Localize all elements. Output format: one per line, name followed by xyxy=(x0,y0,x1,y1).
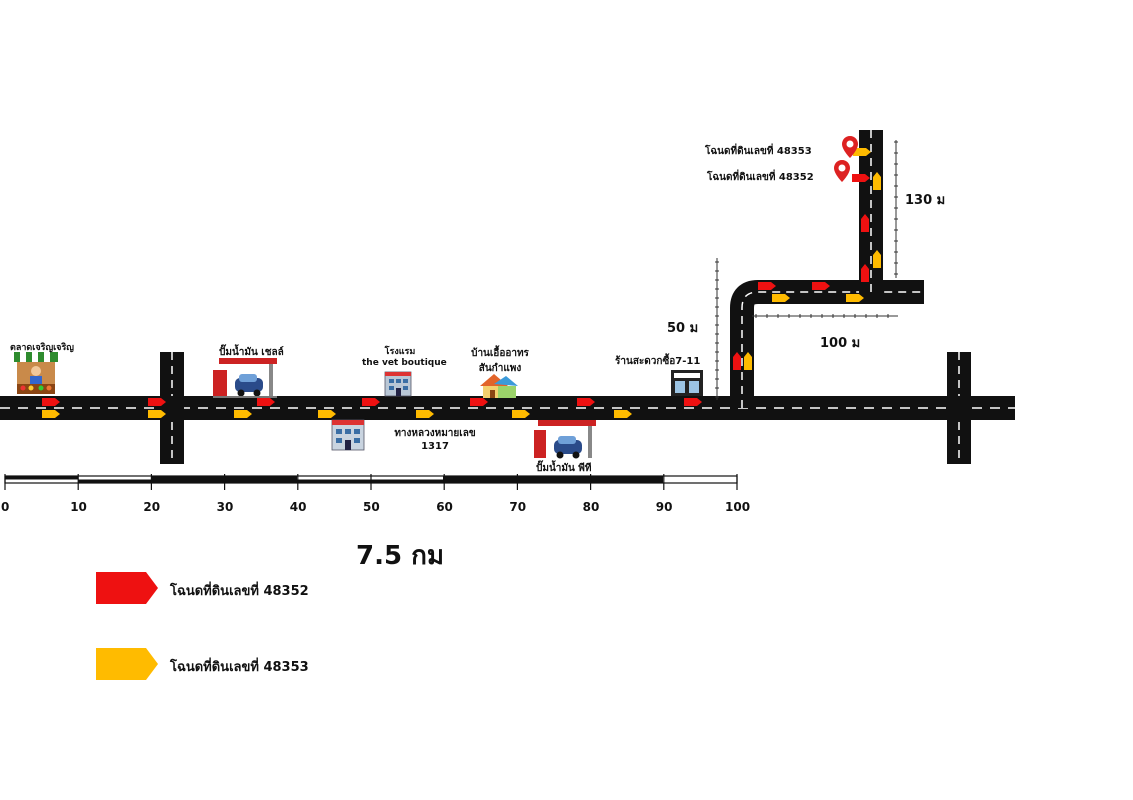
measure-100 xyxy=(752,314,898,318)
route-arrow-red xyxy=(733,352,741,370)
location-pin-icon xyxy=(842,136,858,158)
route-arrow-yellow xyxy=(873,250,881,268)
food-label-line2: สันกำแพง xyxy=(478,363,522,374)
scale-tick-label: 0 xyxy=(1,500,10,514)
hotel-icon xyxy=(384,371,412,397)
road-label-route: ทางหลวงหมายเลข xyxy=(394,428,476,439)
house-icon xyxy=(480,374,518,398)
scale-tick-label: 60 xyxy=(436,500,453,514)
route-arrow-yellow xyxy=(148,410,166,418)
shell-label: ปั๊มน้ำมัน เชลล์ xyxy=(219,347,284,358)
route-arrow-red xyxy=(861,264,869,282)
route-arrows xyxy=(42,148,881,418)
route-arrow-yellow xyxy=(846,294,864,302)
legend-label-48353: โฉนดที่ดินเลขที่ 48353 xyxy=(170,660,309,675)
route-arrow-red xyxy=(362,398,380,406)
legend-red-arrow xyxy=(96,572,158,604)
hotel-label: โรงแรม the vet boutique xyxy=(362,344,447,368)
scale-tick-label: 90 xyxy=(655,500,673,514)
food-label-line1: บ้านเอื้ออาทร xyxy=(471,348,529,359)
scale-tick-label: 70 xyxy=(509,500,527,514)
route-arrow-red xyxy=(861,214,869,232)
route-arrow-red xyxy=(758,282,776,290)
hotel-label-line2: the vet boutique xyxy=(362,358,447,368)
route-arrow-red xyxy=(577,398,595,406)
gas-station-icon-ptt xyxy=(534,420,596,459)
road-label: ทางหลวงหมายเลข 1317 xyxy=(380,426,490,452)
hotel-label-line1: โรงแรม xyxy=(384,347,416,357)
distance-label: 7.5 กม xyxy=(356,541,444,571)
route-arrow-yellow xyxy=(614,410,632,418)
road-label-number: 1317 xyxy=(421,441,449,452)
parcel-48353-label: โฉนดที่ดินเลขที่ 48353 xyxy=(705,146,812,157)
cross-road-right xyxy=(947,352,971,464)
scale-bar xyxy=(4,474,738,490)
seven-label: ร้านสะดวกซื้อ7-11 xyxy=(615,356,701,367)
route-arrow-yellow xyxy=(416,410,434,418)
gas-station-icon xyxy=(213,358,277,398)
route-arrow-red xyxy=(812,282,830,290)
route-arrow-yellow xyxy=(772,294,790,302)
scale-tick-label: 80 xyxy=(582,500,600,514)
scale-tick-label: 50 xyxy=(363,500,380,514)
route-arrow-red xyxy=(684,398,702,406)
food-label: บ้านเอื้ออาทร สันกำแพง xyxy=(462,346,538,376)
route-arrow-yellow xyxy=(873,172,881,190)
market-stall-icon xyxy=(14,352,58,394)
route-arrow-yellow xyxy=(853,148,871,156)
building-icon xyxy=(331,419,365,451)
route-arrow-yellow xyxy=(234,410,252,418)
market-label: ตลาดเจริญเจริญ xyxy=(10,343,74,353)
ptt-label: ปั๊มน้ำมัน พีที xyxy=(536,463,592,474)
scale-tick-label: 40 xyxy=(289,500,307,514)
route-arrow-yellow xyxy=(512,410,530,418)
measure-130 xyxy=(894,140,898,278)
measure-50 xyxy=(715,258,719,400)
scale-tick-label: 10 xyxy=(70,500,87,514)
route-arrow-red xyxy=(257,398,275,406)
route-arrow-red xyxy=(42,398,60,406)
route-arrow-yellow xyxy=(744,352,752,370)
legend-yellow-arrow xyxy=(96,648,158,680)
route-arrow-red xyxy=(148,398,166,406)
legend-label-48352: โฉนดที่ดินเลขที่ 48352 xyxy=(170,584,309,599)
route-arrow-red xyxy=(852,174,870,182)
route-arrow-yellow xyxy=(318,410,336,418)
route-arrow-red xyxy=(470,398,488,406)
parcel-48352-label: โฉนดที่ดินเลขที่ 48352 xyxy=(707,172,814,183)
route-arrow-yellow xyxy=(42,410,60,418)
scale-tick-label: 100 xyxy=(725,500,751,514)
convenience-store-icon xyxy=(671,370,703,396)
location-pin-icon xyxy=(834,160,850,182)
scale-tick-label: 20 xyxy=(143,500,161,514)
segment-50-label: 50 ม xyxy=(667,321,699,336)
scale-tick-label: 30 xyxy=(216,500,234,514)
segment-130-label: 130 ม xyxy=(905,193,946,208)
cross-road-left xyxy=(160,352,184,464)
segment-100-label: 100 ม xyxy=(820,336,861,351)
